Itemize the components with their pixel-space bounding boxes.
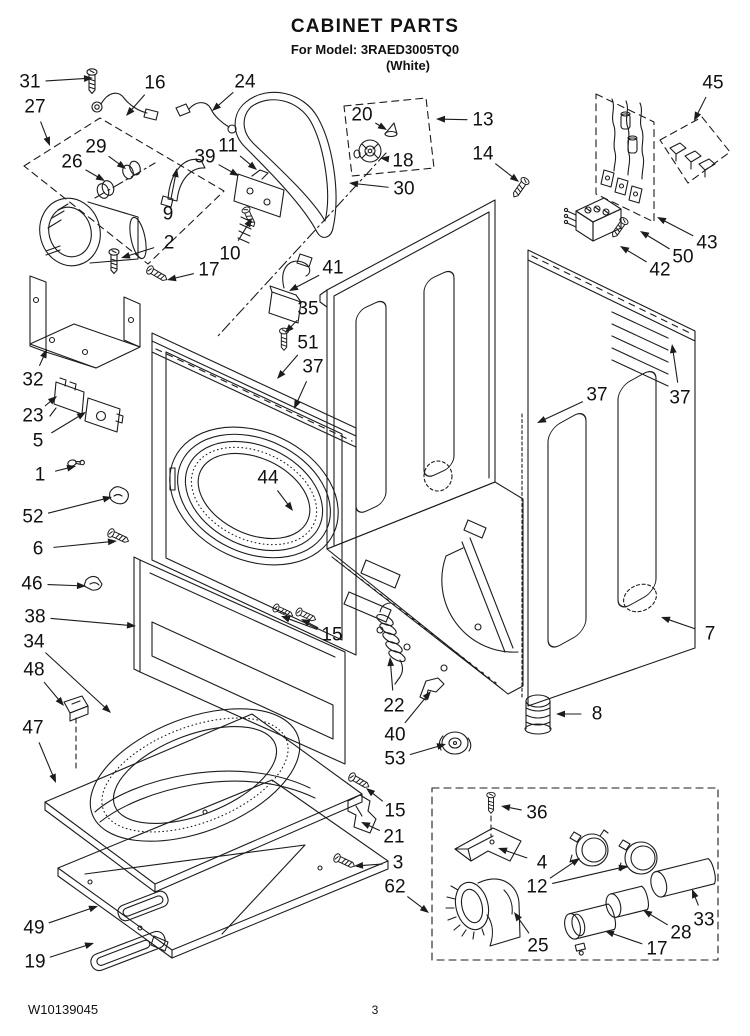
drive-belt bbox=[234, 91, 337, 238]
callout-36: 36 bbox=[526, 802, 548, 824]
callout-3: 3 bbox=[392, 852, 404, 874]
callout-48: 48 bbox=[23, 659, 45, 681]
callout-39: 39 bbox=[194, 146, 216, 168]
callout-26: 26 bbox=[61, 151, 83, 173]
callout-37: 37 bbox=[302, 356, 324, 378]
callout-30: 30 bbox=[393, 178, 415, 200]
callout-14: 14 bbox=[472, 143, 494, 165]
callout-8: 8 bbox=[591, 703, 603, 725]
callout-10: 10 bbox=[219, 243, 241, 265]
color-line: (White) bbox=[385, 58, 431, 73]
callout-9: 9 bbox=[162, 203, 174, 225]
callout-51: 51 bbox=[297, 332, 319, 354]
callout-29: 29 bbox=[85, 136, 107, 158]
vent-kit bbox=[431, 787, 719, 961]
callout-32: 32 bbox=[22, 369, 44, 391]
callout-40: 40 bbox=[384, 724, 406, 746]
callout-41: 41 bbox=[322, 257, 344, 279]
short-duct bbox=[605, 885, 649, 918]
door-seal-ring bbox=[89, 708, 301, 842]
callout-43: 43 bbox=[696, 232, 718, 254]
callout-27: 27 bbox=[24, 96, 46, 118]
callout-37: 37 bbox=[669, 387, 691, 409]
callout-18: 18 bbox=[392, 150, 414, 172]
callout-34: 34 bbox=[23, 631, 45, 653]
callout-25: 25 bbox=[527, 935, 549, 957]
callout-22: 22 bbox=[383, 695, 405, 717]
callout-7: 7 bbox=[704, 623, 716, 645]
callout-31: 31 bbox=[19, 71, 41, 93]
callout-35: 35 bbox=[297, 298, 319, 320]
callout-62: 62 bbox=[384, 876, 406, 898]
callout-49: 49 bbox=[23, 917, 45, 939]
long-duct bbox=[650, 858, 716, 898]
callout-47: 47 bbox=[22, 717, 44, 739]
callout-4: 4 bbox=[536, 852, 548, 874]
lint-duct-cover bbox=[90, 930, 169, 972]
callout-arrows bbox=[38, 75, 707, 958]
support-roller bbox=[438, 731, 472, 755]
tension-spring bbox=[376, 602, 406, 685]
callout-24: 24 bbox=[234, 71, 256, 93]
model-line: For Model: 3RAED3005TQ0 bbox=[290, 42, 460, 57]
callout-16: 16 bbox=[144, 72, 166, 94]
callout-37: 37 bbox=[586, 384, 608, 406]
callout-15: 15 bbox=[384, 800, 406, 822]
motor-washers bbox=[96, 160, 141, 199]
idler-bracket bbox=[233, 169, 285, 244]
callout-17: 17 bbox=[198, 259, 220, 281]
callout-13: 13 bbox=[472, 109, 494, 131]
idler-arm bbox=[160, 158, 206, 208]
callout-23: 23 bbox=[22, 405, 44, 427]
callout-15: 15 bbox=[321, 624, 343, 646]
idler-pulley-box bbox=[343, 97, 435, 177]
callout-28: 28 bbox=[670, 922, 692, 944]
callout-11: 11 bbox=[218, 135, 238, 157]
callout-50: 50 bbox=[672, 246, 694, 268]
callout-2: 2 bbox=[163, 232, 175, 254]
ground-wire bbox=[91, 92, 159, 121]
callout-12: 12 bbox=[526, 876, 548, 898]
callout-46: 46 bbox=[21, 573, 43, 595]
access-panel bbox=[133, 556, 346, 765]
corner-bracket bbox=[347, 794, 377, 834]
clips bbox=[63, 486, 445, 722]
terminal-block-area bbox=[563, 93, 731, 242]
page-title: CABINET PARTS bbox=[290, 16, 460, 37]
callout-53: 53 bbox=[384, 748, 406, 770]
elbow-duct bbox=[445, 878, 521, 947]
side-panel bbox=[527, 249, 696, 707]
leveling-foot bbox=[524, 694, 552, 735]
cabinet-floor bbox=[326, 311, 669, 699]
motor-assembly bbox=[23, 117, 225, 267]
callout-19: 19 bbox=[24, 951, 46, 973]
document-number: W10139045 bbox=[28, 1002, 99, 1017]
front-panel bbox=[151, 332, 357, 656]
callout-5: 5 bbox=[32, 430, 44, 452]
callout-1: 1 bbox=[34, 464, 46, 486]
callout-45: 45 bbox=[702, 72, 724, 94]
callout-42: 42 bbox=[649, 259, 671, 281]
callout-17: 17 bbox=[646, 938, 668, 960]
callout-21: 21 bbox=[383, 826, 405, 848]
center-lines bbox=[94, 152, 387, 337]
page-number: 3 bbox=[371, 1003, 379, 1017]
callout-44: 44 bbox=[257, 467, 279, 489]
callout-20: 20 bbox=[351, 104, 373, 126]
base-panel bbox=[57, 779, 389, 959]
callout-52: 52 bbox=[22, 506, 44, 528]
callout-6: 6 bbox=[32, 538, 44, 560]
callout-38: 38 bbox=[24, 606, 46, 628]
door-switch bbox=[268, 253, 313, 324]
clamp-duct bbox=[564, 903, 616, 956]
callout-33: 33 bbox=[693, 909, 715, 931]
